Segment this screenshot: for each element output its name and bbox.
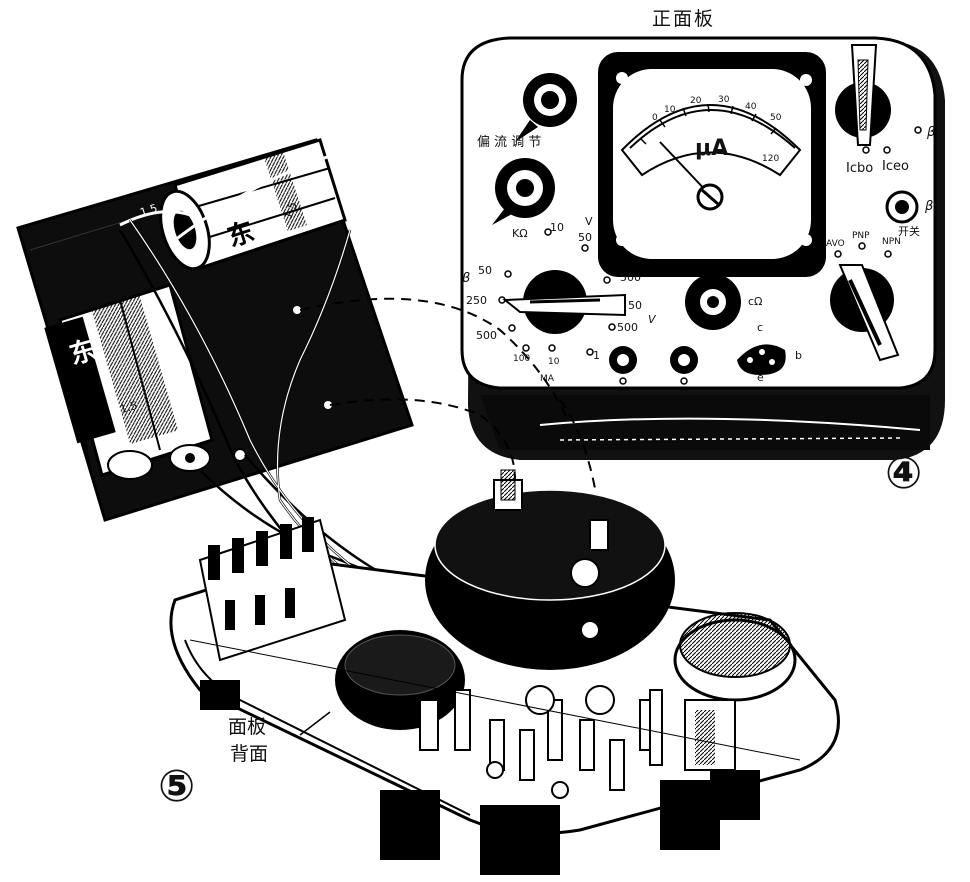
underside-knob-2 <box>480 805 560 875</box>
meter-tick-40: 40 <box>745 102 757 112</box>
switch-label: 开关 <box>898 225 920 238</box>
kohm-label: KΩ <box>512 227 528 240</box>
range-v-unit-label: V <box>648 313 656 326</box>
ma-label: MA <box>540 374 554 384</box>
meter-tick-20: 20 <box>690 96 702 106</box>
e-terminal-label: e <box>757 371 764 384</box>
avo-label: AVO <box>826 239 845 249</box>
range-50-label: 50 <box>478 264 492 277</box>
microammeter <box>598 52 826 277</box>
panel-back-label-line1: 面板 <box>228 716 267 738</box>
c-terminal-label: c <box>757 321 764 334</box>
figure-5-marker: ⑤ <box>158 761 196 812</box>
npn-label: NPN <box>882 237 901 247</box>
b-terminal-label: b <box>795 349 802 362</box>
meter-tick-50: 50 <box>770 113 782 123</box>
rotary-switch-contacts <box>198 517 347 662</box>
bias-knob-bottom <box>492 158 555 225</box>
c-ohm-label: cΩ <box>748 295 763 308</box>
mode-switch-knob <box>830 264 900 362</box>
meter-unit-label: μA <box>695 136 729 161</box>
transistor-socket <box>737 344 786 375</box>
meter-tick-0: 0 <box>652 113 658 123</box>
bias-adjust-label: 偏 流 调 节 <box>477 135 542 150</box>
underside-knob-4 <box>710 770 760 820</box>
meter-right-label: 120 <box>762 154 780 164</box>
beta-top-label: β <box>927 125 936 140</box>
battery-lower <box>44 283 214 480</box>
meter-tick-30: 30 <box>718 95 730 105</box>
front-panel-device <box>460 36 945 460</box>
figure-4-marker: ④ <box>885 448 923 499</box>
ma100-label: 100 <box>513 354 531 364</box>
icbo-iceo-switch <box>835 44 891 146</box>
range-250-label: 250 <box>466 294 487 307</box>
bias-knob-top <box>515 73 577 142</box>
panel-back-label-line2: 背面 <box>230 743 269 765</box>
v50-label: 50 <box>578 231 592 244</box>
potentiometer <box>673 612 797 771</box>
range-50v-label: 50 <box>628 299 642 312</box>
ten-label: 10 <box>550 221 564 234</box>
pnp-label: PNP <box>852 231 870 241</box>
front-panel-title: 正面板 <box>652 8 716 30</box>
range-selector-knob <box>502 270 626 334</box>
battery-board <box>16 138 414 522</box>
iceo-label: Iceo <box>882 159 909 174</box>
meter-tick-10: 10 <box>664 105 676 115</box>
range-500-label: 500 <box>476 329 497 342</box>
panel-back-assembly <box>169 469 840 875</box>
one-label: 1 <box>593 349 600 362</box>
beta-right-label: β <box>925 199 934 214</box>
icbo-label: Icbo <box>846 161 874 176</box>
beta-symbol-label: β <box>462 271 471 286</box>
range-500b-label: 500 <box>620 271 641 284</box>
battery-upper <box>159 138 347 271</box>
meter-back <box>425 469 675 670</box>
underside-knob-1 <box>380 790 440 860</box>
v-label: V <box>585 215 593 228</box>
range-v500-label: 500 <box>617 321 638 334</box>
ma10-label: 10 <box>548 357 560 367</box>
back-label-leader <box>299 711 331 736</box>
